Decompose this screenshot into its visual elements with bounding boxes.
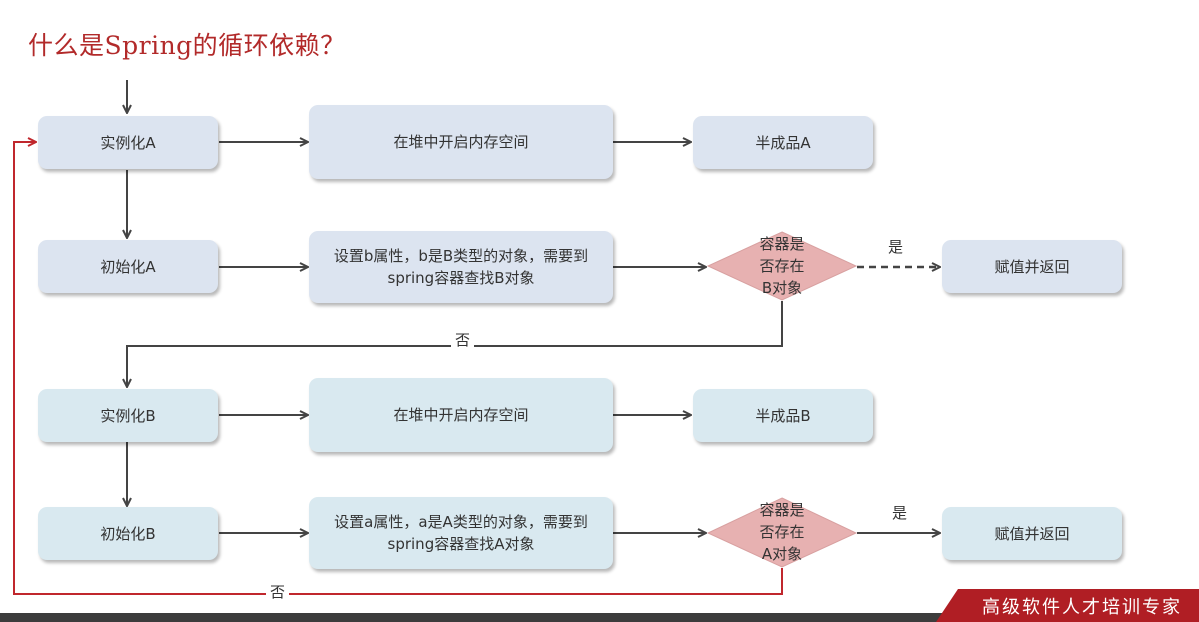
decision-diamond-a bbox=[706, 497, 858, 568]
node-label: 半成品A bbox=[755, 133, 811, 152]
node-label: 实例化B bbox=[100, 406, 156, 425]
footer-brand-tag bbox=[936, 589, 1199, 622]
node-init-a: 初始化A bbox=[38, 240, 218, 293]
node-heap-alloc-a: 在堆中开启内存空间 bbox=[309, 105, 613, 179]
node-label: 在堆中开启内存空间 bbox=[393, 133, 529, 151]
decision-diamond-b bbox=[706, 231, 858, 301]
node-set-b-property: 设置b属性，b是B类型的对象，需要到spring容器查找B对象 bbox=[309, 231, 613, 303]
node-init-b: 初始化B bbox=[38, 507, 218, 560]
node-label: 半成品B bbox=[755, 406, 811, 425]
node-label: 赋值并返回 bbox=[994, 257, 1070, 276]
node-set-a-property: 设置a属性，a是A类型的对象，需要到spring容器查找A对象 bbox=[309, 497, 613, 569]
node-heap-alloc-b: 在堆中开启内存空间 bbox=[309, 378, 613, 452]
decision-b-line3: B对象 bbox=[761, 279, 803, 297]
edge-label-no-1: 否 bbox=[451, 331, 475, 349]
page-title: 什么是Spring的循环依赖？ bbox=[28, 31, 346, 60]
node-label: 在堆中开启内存空间 bbox=[393, 406, 529, 424]
node-label: 赋值并返回 bbox=[994, 524, 1070, 543]
edge-label-yes-2: 是 bbox=[888, 504, 912, 522]
node-assign-return-1: 赋值并返回 bbox=[942, 240, 1122, 293]
node-instantiate-b: 实例化B bbox=[38, 389, 218, 442]
decision-a-line1: 容器是 bbox=[759, 501, 805, 519]
edge-label-no-2: 否 bbox=[266, 583, 290, 601]
decision-b-line2: 否存在 bbox=[759, 257, 805, 275]
node-label: 设置b属性，b是B类型的对象，需要到spring容器查找B对象 bbox=[333, 247, 589, 287]
node-label: 设置a属性，a是A类型的对象，需要到spring容器查找A对象 bbox=[334, 513, 588, 553]
node-assign-return-2: 赋值并返回 bbox=[942, 507, 1122, 560]
footer-bar bbox=[0, 613, 1199, 622]
arrow-no-loop-back bbox=[13, 142, 783, 595]
node-half-product-b: 半成品B bbox=[693, 389, 873, 442]
decision-a-line2: 否存在 bbox=[759, 523, 805, 541]
decision-a-line3: A对象 bbox=[761, 545, 803, 563]
edge-label-yes-1: 是 bbox=[884, 238, 908, 256]
decision-a-text: 容器是 否存在 A对象 bbox=[738, 499, 826, 565]
node-instantiate-a: 实例化A bbox=[38, 116, 218, 169]
footer-slogan: 高级软件人才培训专家 bbox=[982, 597, 1182, 618]
decision-b-text: 容器是 否存在 B对象 bbox=[738, 233, 826, 299]
node-label: 初始化B bbox=[100, 524, 156, 543]
node-label: 初始化A bbox=[100, 257, 156, 276]
node-half-product-a: 半成品A bbox=[693, 116, 873, 169]
node-label: 实例化A bbox=[100, 133, 156, 152]
decision-b-line1: 容器是 bbox=[759, 235, 805, 253]
